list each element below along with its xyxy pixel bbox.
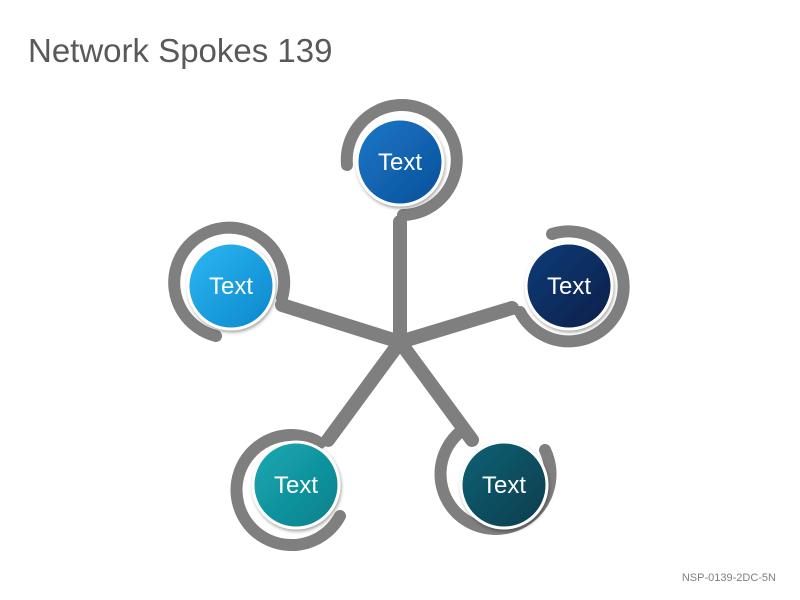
spoke-arcs: [168, 99, 630, 552]
node-label: Text: [378, 149, 422, 176]
node-label: Text: [547, 273, 591, 300]
node-right[interactable]: Text: [524, 241, 614, 331]
slide-code: NSP-0139-2DC-5N: [681, 572, 776, 584]
spoke-right: [393, 301, 519, 349]
arc-bottom-right: [434, 426, 557, 535]
page-title: Network Spokes 139: [28, 32, 333, 69]
arc-bottom-left: [230, 429, 346, 552]
spoke-bottom-left: [321, 335, 407, 447]
node-label: Text: [482, 472, 526, 499]
node-label: Text: [274, 472, 318, 499]
spoke-left: [275, 298, 407, 349]
node-label: Text: [209, 273, 253, 300]
arc-left: [168, 221, 291, 342]
node-bottom-left[interactable]: Text: [251, 440, 341, 530]
spoke-bottom-right: [393, 335, 479, 447]
node-left[interactable]: Text: [186, 241, 276, 331]
node-top[interactable]: Text: [355, 117, 445, 207]
arc-top: [340, 99, 463, 221]
node-bottom-right[interactable]: Text: [459, 440, 549, 530]
arc-right: [514, 225, 630, 348]
spokes: [275, 215, 519, 447]
